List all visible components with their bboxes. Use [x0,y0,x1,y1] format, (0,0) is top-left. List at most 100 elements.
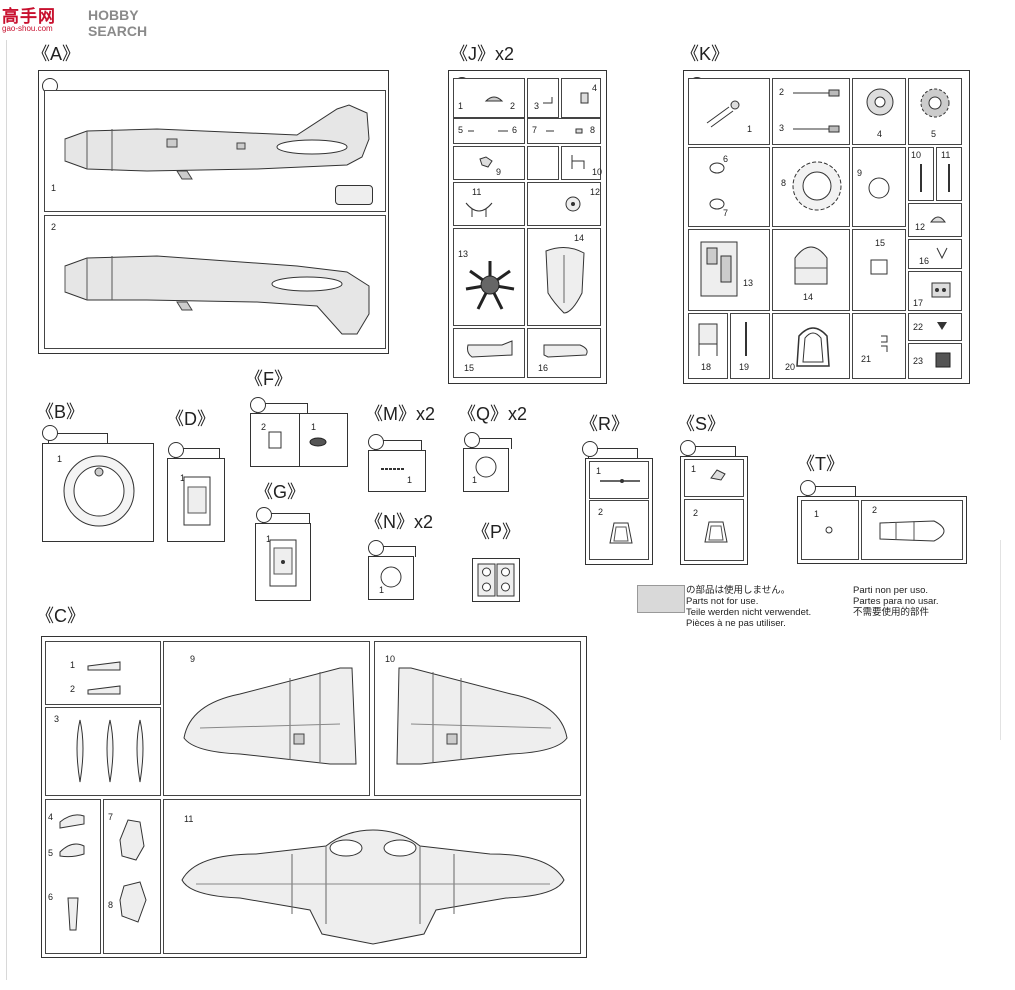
part-j14-cell: 14 [527,228,601,326]
group-q-mult: x2 [508,404,528,424]
runner-gate-circle [250,397,266,413]
cowling-panel [545,247,585,314]
part-k11-cell: 11 [936,147,962,201]
part-number: 9 [190,654,196,664]
legend-text-right: Parti non per uso. Partes para no usar. … [853,585,939,618]
part-j10-cell: 10 [561,146,603,180]
maker-logo [335,185,373,205]
part-k6-7-cell: 6 7 [688,147,770,227]
part-number: 1 [57,454,63,464]
part-k18-cell: 18 [688,313,728,379]
part-k5-cell: 5 [908,78,962,145]
group-p-label: 《P》 [472,522,521,542]
part-number: 1 [407,475,413,485]
part-number: 3 [534,101,540,111]
drop-tank-half [467,340,513,358]
sliding-canopy [879,520,945,542]
group-n-mult: x2 [414,512,434,532]
part-number: 1 [472,475,478,485]
cockpit-floor [700,241,738,297]
watermark-en: HOBBY SEARCH [88,7,148,39]
part-t2-cell: 2 [861,500,963,560]
part-r1-cell: 1 [589,461,649,499]
group-d-label: 《D》 [166,409,215,429]
group-q-letter: 《Q》 [458,404,509,424]
small-part [381,468,405,470]
part-number: 7 [723,208,729,218]
part-number: 2 [51,222,57,232]
part-number: 9 [496,167,502,177]
part-number: 3 [54,714,60,724]
small-part [543,97,553,104]
part-number: 1 [311,422,317,432]
part-number: 12 [915,222,926,232]
part-a1-cell: 1 [44,90,386,212]
part-a2-cell: 2 [44,215,386,349]
part-number: 1 [458,101,464,111]
antenna-mast [600,479,640,483]
part-c7-8-cell: 7 8 [103,799,161,954]
control-stick [706,100,740,128]
seat [698,323,718,356]
part-c1-2-cell: 1 2 [45,641,161,705]
part-number: 1 [70,660,76,670]
part-k21-cell: 21 [852,313,906,379]
part-r2-cell: 2 [589,500,649,560]
part-c4-5-6-cell: 4 5 6 [45,799,101,954]
wing-lower [181,829,565,945]
part-number: 1 [266,534,272,544]
part-number: 1 [596,466,602,476]
wing-upper-left [183,667,357,765]
part-number: 6 [723,154,729,164]
part-number: 22 [913,322,924,332]
part-k22-cell: 22 [908,313,962,341]
square-part [870,259,888,275]
part-k16-cell: 16 [908,239,962,269]
landing-gear-leg [465,202,493,217]
part-number: 8 [781,178,787,188]
small-part [937,322,947,330]
part-number: 13 [458,249,469,259]
part-k15-cell: 15 [852,229,906,311]
radial-engine [465,261,515,310]
wheel-hub [866,88,894,116]
part-number: 5 [931,129,937,139]
small-part [930,216,946,223]
empty-cell [527,146,559,180]
part-number: 14 [803,292,814,302]
part-k19-cell: 19 [730,313,770,379]
poly-caps [477,563,515,597]
part-number: 23 [913,356,924,366]
part-q1-cell: 1 [463,448,509,492]
part-j11-cell: 11 [453,182,525,226]
legend-swatch [637,585,685,613]
instrument-panel [931,282,951,298]
group-m-label: 《M》x2 [365,400,435,426]
group-a-label: 《A》 [32,44,81,64]
part-number: 7 [532,125,538,135]
fuselage-left-half [64,104,370,180]
small-part [710,469,726,481]
small-part [936,247,948,260]
runner-f: 2 1 [250,413,348,467]
group-t-label: 《T》 [797,454,844,474]
group-q-label: 《Q》x2 [458,400,527,426]
part-number: 10 [592,167,603,177]
wing-upper-right [396,667,568,765]
part-p-cell [472,558,520,602]
part-number: 2 [510,101,516,111]
runner-gate-circle [42,425,58,441]
small-clear-part [825,526,833,534]
part-number: 2 [70,684,76,694]
small-part [468,130,508,132]
part-number: 2 [598,507,604,517]
small-part [479,156,493,168]
runner-gate-circle [168,442,184,458]
runner-gate-circle [368,434,384,450]
watermark-cn: 高手网 [2,7,56,26]
part-number: 2 [872,505,878,515]
part-k10-cell: 10 [908,147,934,201]
legend-line-de: Teile werden nicht verwendet. [686,607,812,618]
group-m-letter: 《M》 [365,404,416,424]
part-s2-cell: 2 [684,499,744,561]
